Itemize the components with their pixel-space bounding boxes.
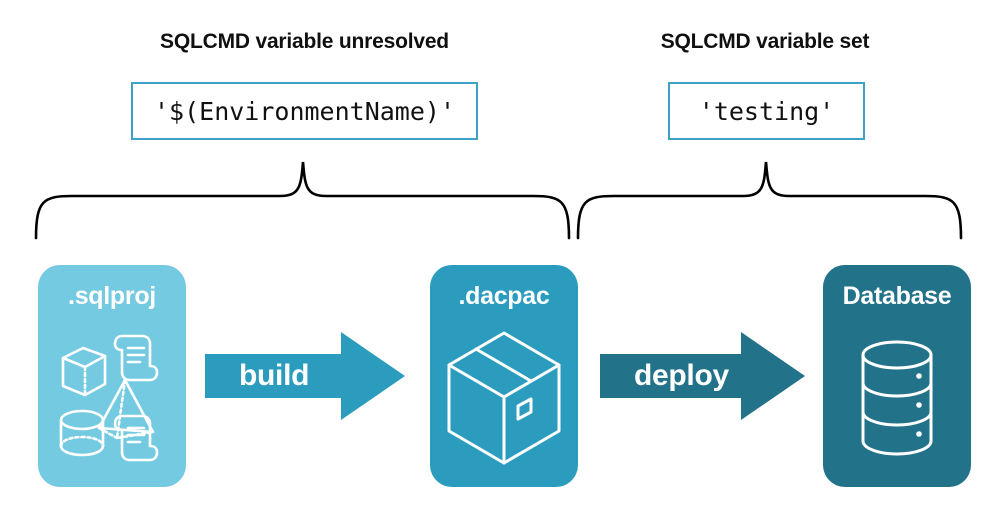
arrow-deploy-shape: [600, 332, 805, 420]
sqlcmd-variable-value-right: 'testing': [698, 96, 835, 126]
pyramid-shape: [97, 378, 155, 440]
package-box-icon: [430, 309, 578, 487]
node-sqlproj[interactable]: .sqlproj: [38, 265, 186, 487]
node-database[interactable]: Database: [823, 265, 971, 487]
cylinder-shape: [59, 409, 105, 457]
arrow-build-shape: [205, 332, 405, 420]
sql-project-objects-icon: [38, 309, 186, 487]
node-dacpac[interactable]: .dacpac: [430, 265, 578, 487]
brace-deploy-scope: [576, 161, 963, 240]
sqlcmd-variable-value-left: '$(EnvironmentName)': [153, 96, 456, 126]
database-cylinder-icon: [823, 309, 971, 487]
script-scroll-icon-top: [113, 334, 159, 382]
node-sqlproj-label: .sqlproj: [68, 282, 156, 310]
brace-build-scope: [34, 161, 571, 240]
node-database-label: Database: [842, 282, 952, 310]
annotation-heading-left: SQLCMD variable unresolved: [160, 30, 449, 53]
node-dacpac-label: .dacpac: [458, 282, 550, 310]
sqlcmd-variable-value-box-left: '$(EnvironmentName)': [131, 82, 478, 140]
annotation-heading-right: SQLCMD variable set: [660, 30, 870, 53]
script-scroll-icon-bottom: [113, 414, 159, 462]
arrow-build: build: [205, 330, 405, 422]
arrow-deploy: deploy: [600, 330, 805, 422]
cube-shape: [61, 346, 107, 397]
sqlcmd-variable-value-box-right: 'testing': [668, 82, 865, 140]
